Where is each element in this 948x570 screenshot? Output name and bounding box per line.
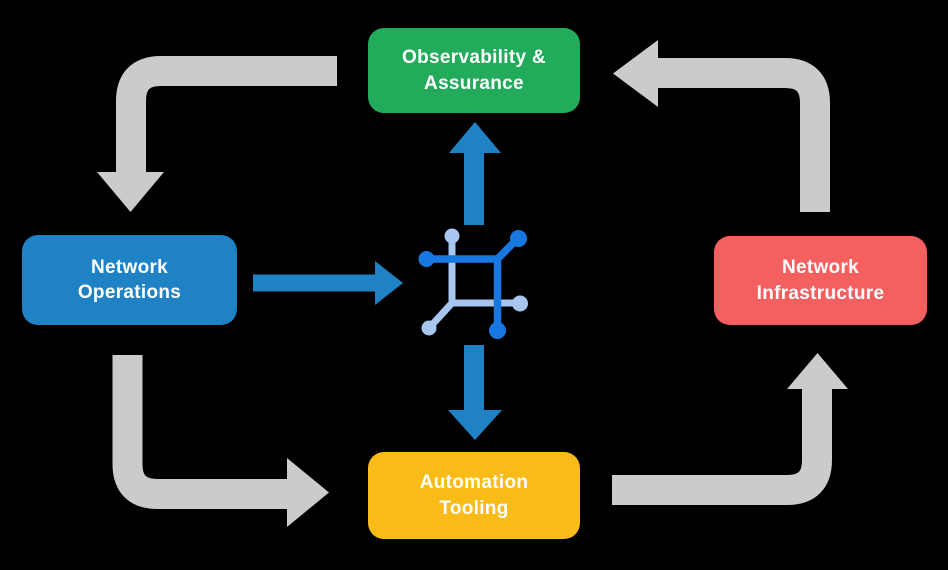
cycle-arrow-operations-to-automation xyxy=(112,355,329,527)
node-label: Observability & Assurance xyxy=(402,47,546,94)
node-label: Network Infrastructure xyxy=(756,257,885,304)
node-observability-assurance: Observability & Assurance xyxy=(368,28,580,113)
flow-arrow-icon-to-automation xyxy=(448,345,502,440)
node-automation-tooling: Automation Tooling xyxy=(368,452,580,539)
node-label: Automation Tooling xyxy=(419,472,529,519)
node-network-infrastructure: Network Infrastructure xyxy=(714,236,927,325)
flow-arrow-operations-to-icon xyxy=(253,261,403,305)
cycle-arrow-automation-to-infrastructure xyxy=(612,353,848,505)
flow-arrow-icon-to-observability xyxy=(449,122,501,225)
node-network-operations: Network Operations xyxy=(22,235,237,325)
network-automation-icon xyxy=(418,228,528,339)
cycle-arrow-infrastructure-to-observability xyxy=(613,40,830,212)
cycle-arrow-observability-to-operations xyxy=(97,56,337,212)
node-label: Network Operations xyxy=(77,256,182,303)
